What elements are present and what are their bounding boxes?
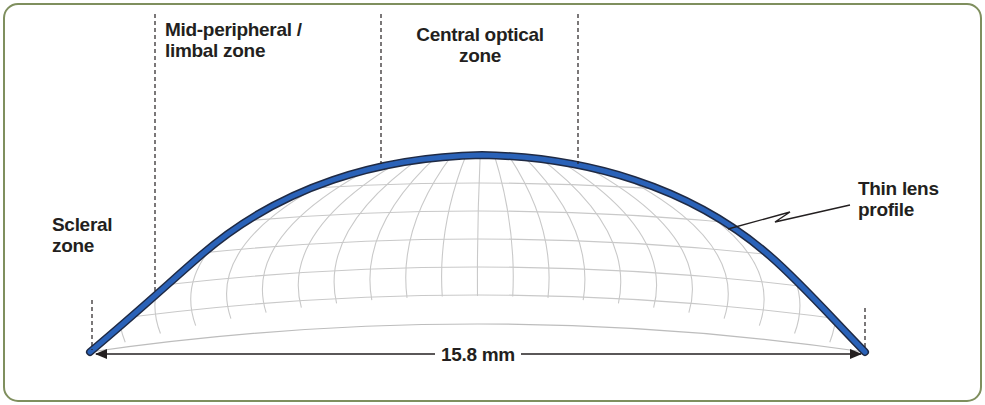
zone-label: Mid-peripheral / limbal zone — [165, 19, 343, 61]
zone-label: Central optical zone — [410, 24, 550, 66]
lens-edge — [90, 155, 865, 352]
zone-dividers — [92, 14, 865, 350]
callout-label: Thin lens profile — [858, 178, 973, 220]
dimension-label: 15.8 mm — [435, 344, 521, 365]
zone-label: Scleral zone — [52, 214, 144, 256]
frame — [4, 4, 981, 401]
lens-profile — [90, 155, 865, 352]
leader-line — [728, 205, 850, 229]
eye-mesh — [40, 120, 915, 352]
